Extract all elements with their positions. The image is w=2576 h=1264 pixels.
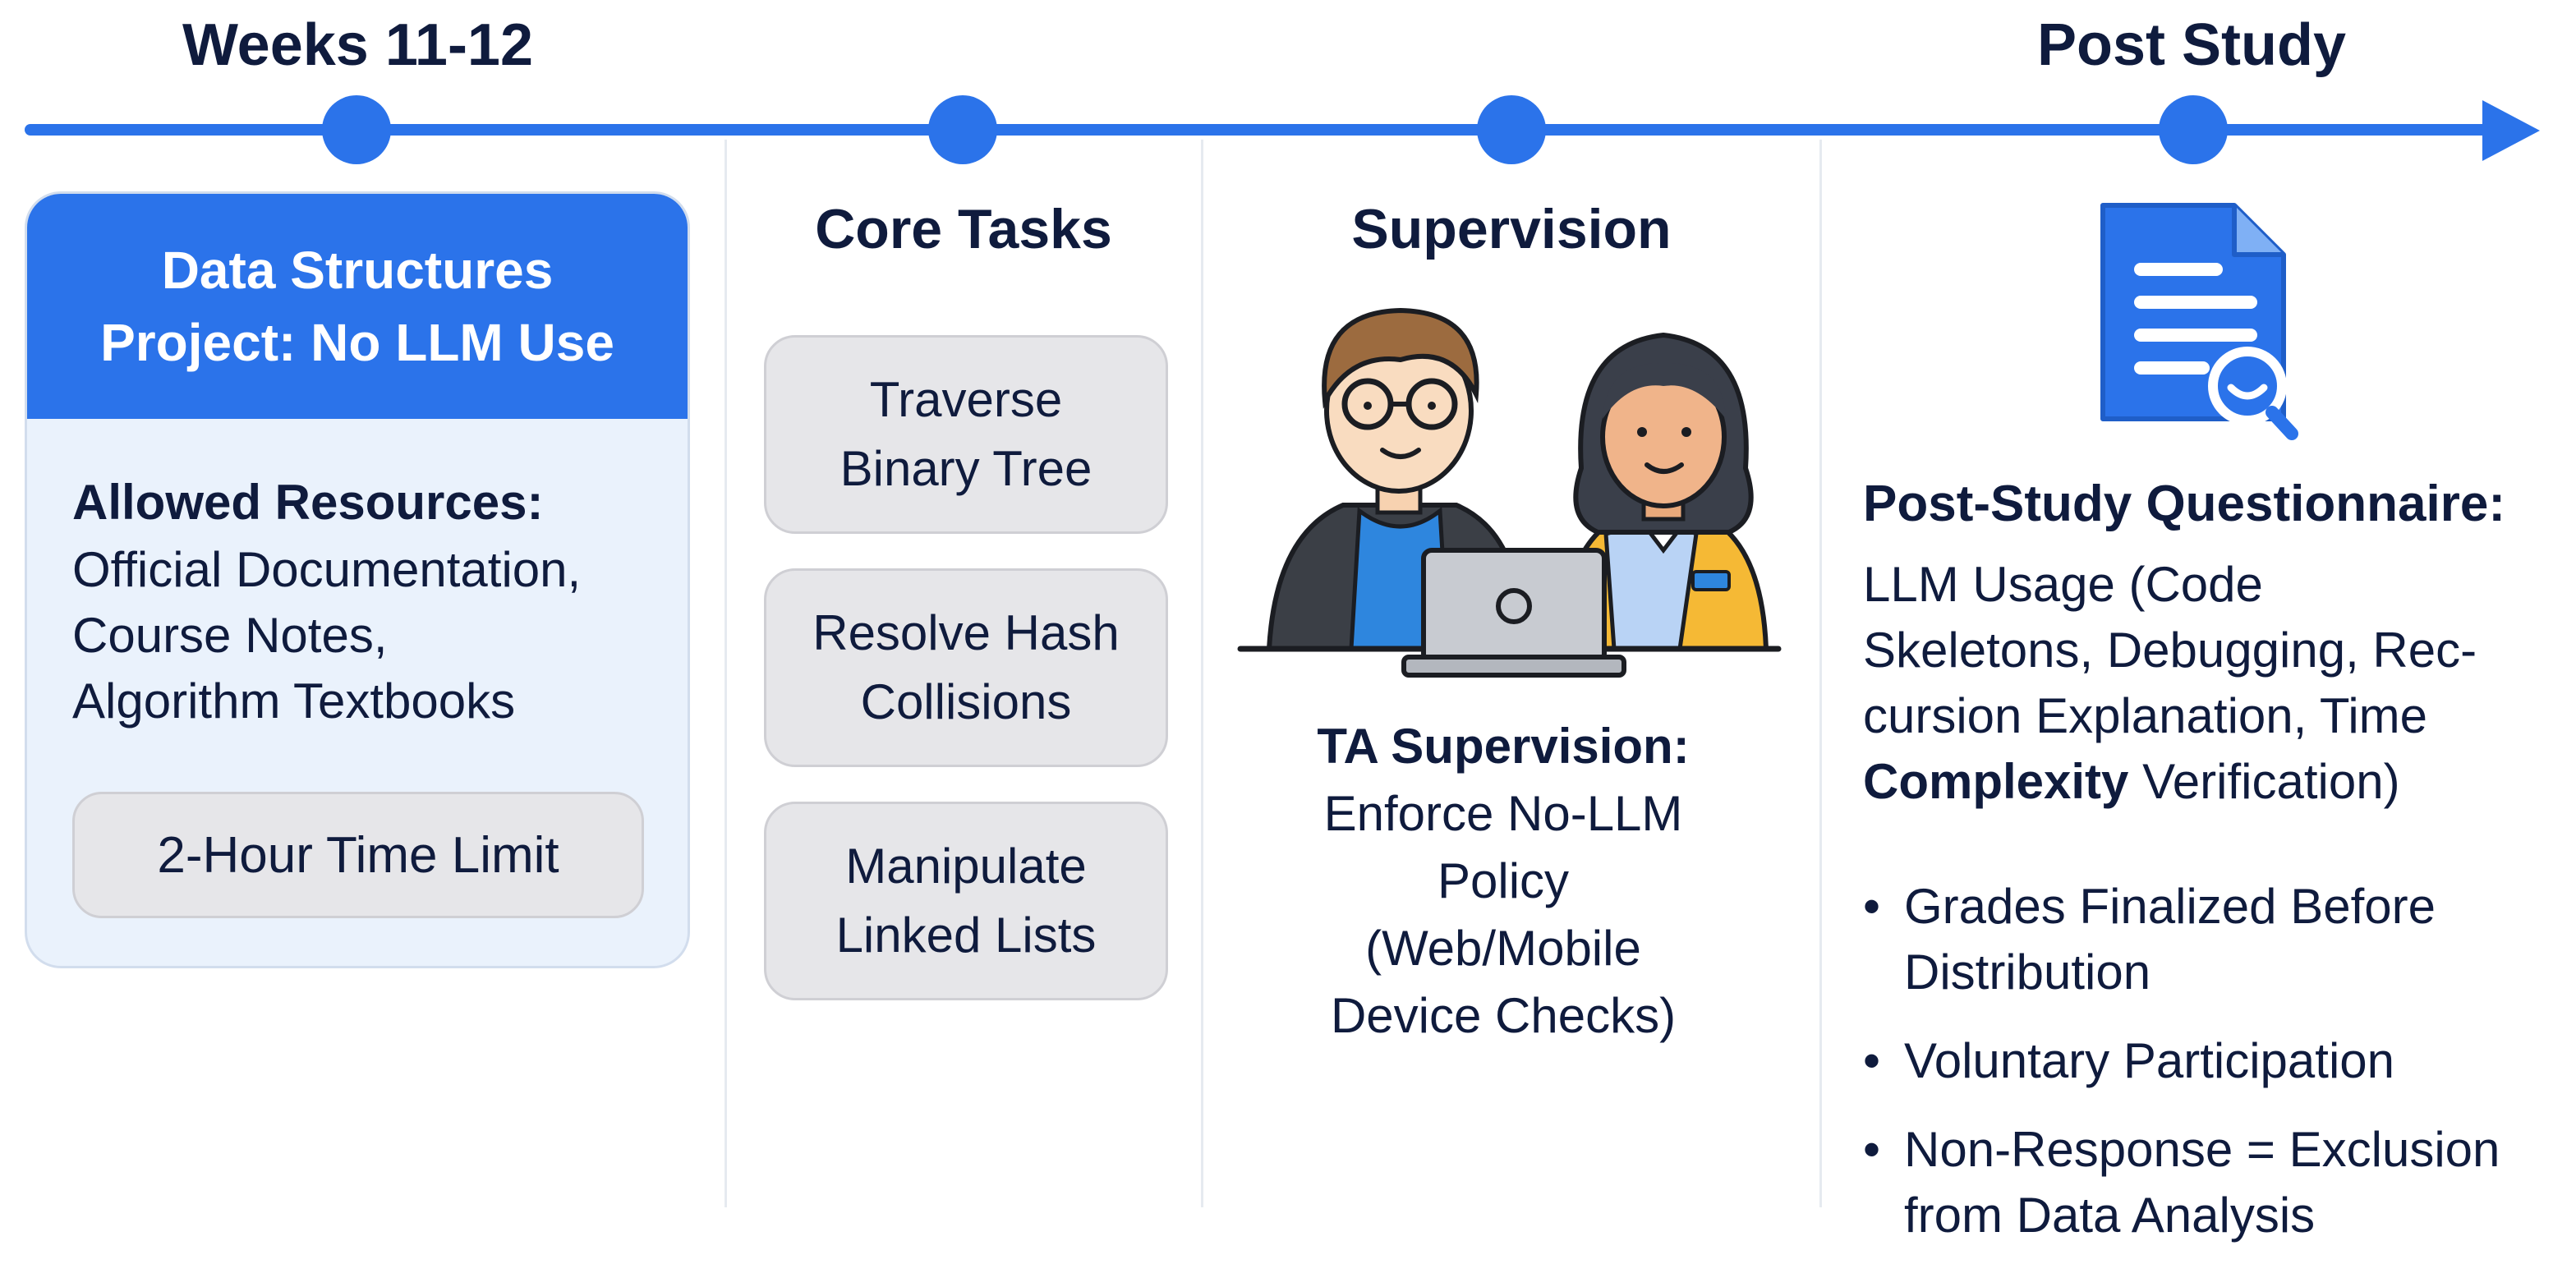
task-line: Collisions bbox=[860, 674, 1072, 729]
column-divider bbox=[1201, 140, 1203, 1207]
people-laptop-illustration bbox=[1237, 307, 1782, 678]
supervision-line: (Web/Mobile bbox=[1365, 921, 1641, 976]
timeline-node-2 bbox=[928, 95, 997, 164]
column-divider bbox=[724, 140, 727, 1207]
task-box-linked-lists: Manipulate Linked Lists bbox=[764, 802, 1168, 1000]
resource-item: Course Notes, bbox=[72, 608, 388, 663]
project-card-header: Data Structures Project: No LLM Use bbox=[27, 194, 688, 419]
resources-title: Allowed Resources: bbox=[72, 475, 544, 530]
supervision-text: TA Supervision: Enforce No-LLM Policy (W… bbox=[1216, 713, 1791, 1050]
time-limit-badge: 2-Hour Time Limit bbox=[72, 792, 644, 918]
timeline-arrow-icon bbox=[2482, 100, 2540, 161]
supervision-line: Enforce No-LLM bbox=[1323, 786, 1683, 841]
bullet-line: Voluntary Participation bbox=[1904, 1033, 2395, 1088]
supervision-heading: TA Supervision: bbox=[1317, 719, 1690, 774]
timeline-line bbox=[25, 124, 2497, 136]
bullet-item: • Non-Response = Exclusion from Data Ana… bbox=[1863, 1117, 2561, 1248]
bullet-line: Grades Finalized Before bbox=[1904, 879, 2436, 934]
supervision-line: Device Checks) bbox=[1330, 988, 1677, 1043]
task-line: Traverse bbox=[869, 372, 1063, 427]
supervision-line: Policy bbox=[1437, 853, 1570, 908]
questionnaire-desc-line-last: Complexity Verification) bbox=[1863, 749, 2553, 815]
phase-label-weeks: Weeks 11-12 bbox=[182, 12, 534, 78]
project-card-body: Allowed Resources: Official Documentatio… bbox=[27, 419, 688, 734]
resource-item: Algorithm Textbooks bbox=[72, 673, 516, 729]
column-divider bbox=[1819, 140, 1822, 1207]
timeline-node-3 bbox=[1477, 95, 1546, 164]
questionnaire-desc-bold: Complexity bbox=[1863, 754, 2129, 809]
bullet-line: from Data Analysis bbox=[1904, 1188, 2316, 1243]
questionnaire-desc-line: Skeletons, Debugging, Rec- bbox=[1863, 623, 2477, 678]
bullet-icon: • bbox=[1863, 879, 1881, 934]
questionnaire-description: LLM Usage (Code Skeletons, Debugging, Re… bbox=[1863, 552, 2553, 815]
bullet-item: • Grades Finalized Before Distribution bbox=[1863, 874, 2561, 1005]
task-line: Manipulate bbox=[845, 839, 1087, 894]
supervision-title: Supervision bbox=[1351, 198, 1672, 260]
resource-item: Official Documentation, bbox=[72, 542, 582, 597]
questionnaire-desc-tail: Verification) bbox=[2128, 754, 2400, 809]
task-line: Binary Tree bbox=[840, 441, 1092, 496]
questionnaire-desc-line: LLM Usage (Code bbox=[1863, 557, 2263, 612]
task-box-binary-tree: Traverse Binary Tree bbox=[764, 335, 1168, 534]
questionnaire-title: Post-Study Questionnaire: bbox=[1863, 476, 2505, 532]
project-title-line2: Project: No LLM Use bbox=[100, 313, 614, 372]
questionnaire-bullets: • Grades Finalized Before Distribution •… bbox=[1863, 874, 2561, 1248]
task-line: Resolve Hash bbox=[812, 605, 1120, 660]
task-box-hash-collisions: Resolve Hash Collisions bbox=[764, 568, 1168, 767]
core-tasks-title: Core Tasks bbox=[815, 198, 1112, 260]
phase-label-post-study: Post Study bbox=[2037, 12, 2347, 78]
project-card: Data Structures Project: No LLM Use Allo… bbox=[25, 191, 690, 968]
task-line: Linked Lists bbox=[835, 908, 1097, 963]
timeline-node-1 bbox=[322, 95, 391, 164]
bullet-line: Distribution bbox=[1904, 945, 2151, 1000]
questionnaire-desc-line: cursion Explanation, Time bbox=[1863, 688, 2428, 743]
bullet-line: Non-Response = Exclusion bbox=[1904, 1122, 2500, 1177]
document-search-icon bbox=[2100, 203, 2298, 440]
bullet-icon: • bbox=[1863, 1122, 1881, 1177]
bullet-icon: • bbox=[1863, 1033, 1881, 1088]
project-title-line1: Data Structures bbox=[161, 241, 554, 300]
timeline-node-4 bbox=[2159, 95, 2228, 164]
bullet-item: • Voluntary Participation bbox=[1863, 1028, 2561, 1094]
